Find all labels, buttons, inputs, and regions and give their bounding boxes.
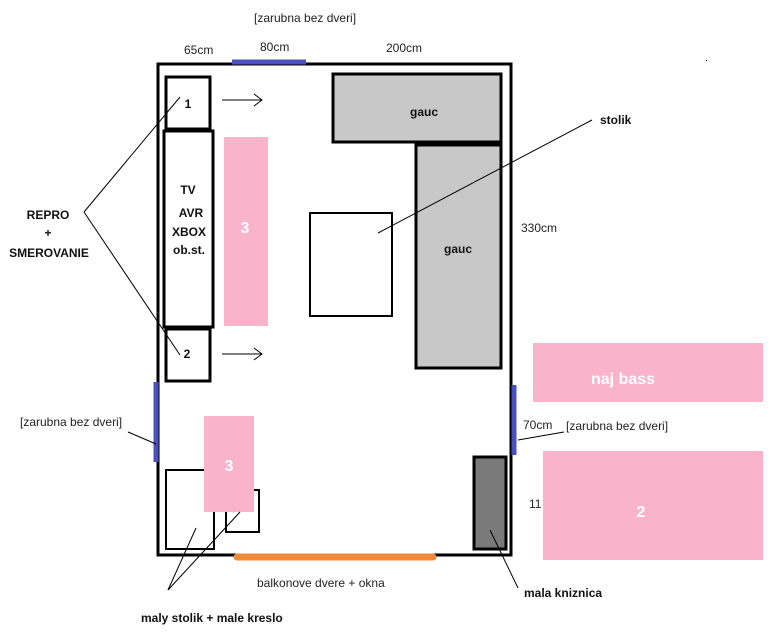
door-left-pointer [127, 431, 157, 445]
naj-bass-label: naj bass [591, 371, 655, 388]
stolik-pointer [377, 119, 593, 234]
speaker-2-arrowhead [253, 347, 263, 361]
door-left-label: [zarubna bez dveri] [20, 415, 122, 429]
stray-dot [706, 60, 707, 61]
sofa-right-label: gauc [444, 242, 472, 256]
pink-zone-3-bottom-label: 3 [225, 458, 234, 475]
dim-330-label: 330cm [521, 221, 557, 235]
repro-line-1 [83, 96, 181, 213]
sofa-right [414, 143, 503, 370]
sofa-top-label: gauc [410, 105, 438, 119]
maly-stolik-pointer-2 [167, 511, 241, 591]
pink-zone-2-label: 2 [637, 504, 646, 521]
door-right-label: [zarubna bez dveri] [566, 419, 668, 433]
maly-stolik-pointer-1 [167, 527, 197, 591]
repro-label-line-2: + [44, 226, 51, 240]
dim-11-label: 11 [529, 497, 542, 511]
bookshelf [472, 455, 508, 551]
dim-65-label: 65cm [184, 43, 213, 57]
dim-70-label: 70cm [523, 418, 552, 432]
pink-zone-3-top-label: 3 [241, 220, 250, 237]
coffee-table [309, 212, 393, 317]
sofa-top [331, 72, 503, 144]
dim-80-label: 80cm [260, 40, 289, 54]
stolik-label: stolik [600, 113, 632, 127]
pink-zone-naj-bass [533, 343, 763, 402]
mala-kniznica-label: mala kniznica [524, 586, 602, 600]
repro-label-line-3: SMEROVANIE [9, 246, 89, 260]
balcony-label: balkonove dvere + okna [257, 576, 385, 590]
speaker-2-label: 2 [184, 347, 191, 361]
dim-200-label: 200cm [386, 41, 422, 55]
speaker-2 [164, 327, 212, 383]
door-right-pointer [517, 431, 565, 441]
tv-label: TV [180, 183, 195, 197]
speaker-1-arrowhead [253, 93, 263, 107]
ob-st-label: ob.st. [173, 243, 205, 257]
door-top-label: [zarubna bez dveri] [254, 11, 356, 25]
pink-zone-3-top [224, 137, 268, 326]
kniznica-pointer [489, 529, 519, 589]
maly-stolik-label: maly stolik + male kreslo [141, 611, 283, 625]
speaker-1-label: 1 [185, 97, 192, 111]
xbox-label: XBOX [172, 225, 206, 239]
pink-zone-2 [543, 451, 763, 560]
repro-label-line-1: REPRO [27, 208, 70, 222]
tv-unit [162, 129, 215, 329]
speaker-1 [164, 75, 212, 131]
pink-zone-3-bottom [204, 416, 254, 512]
repro-line-2 [83, 211, 181, 356]
avr-label: AVR [179, 206, 204, 220]
